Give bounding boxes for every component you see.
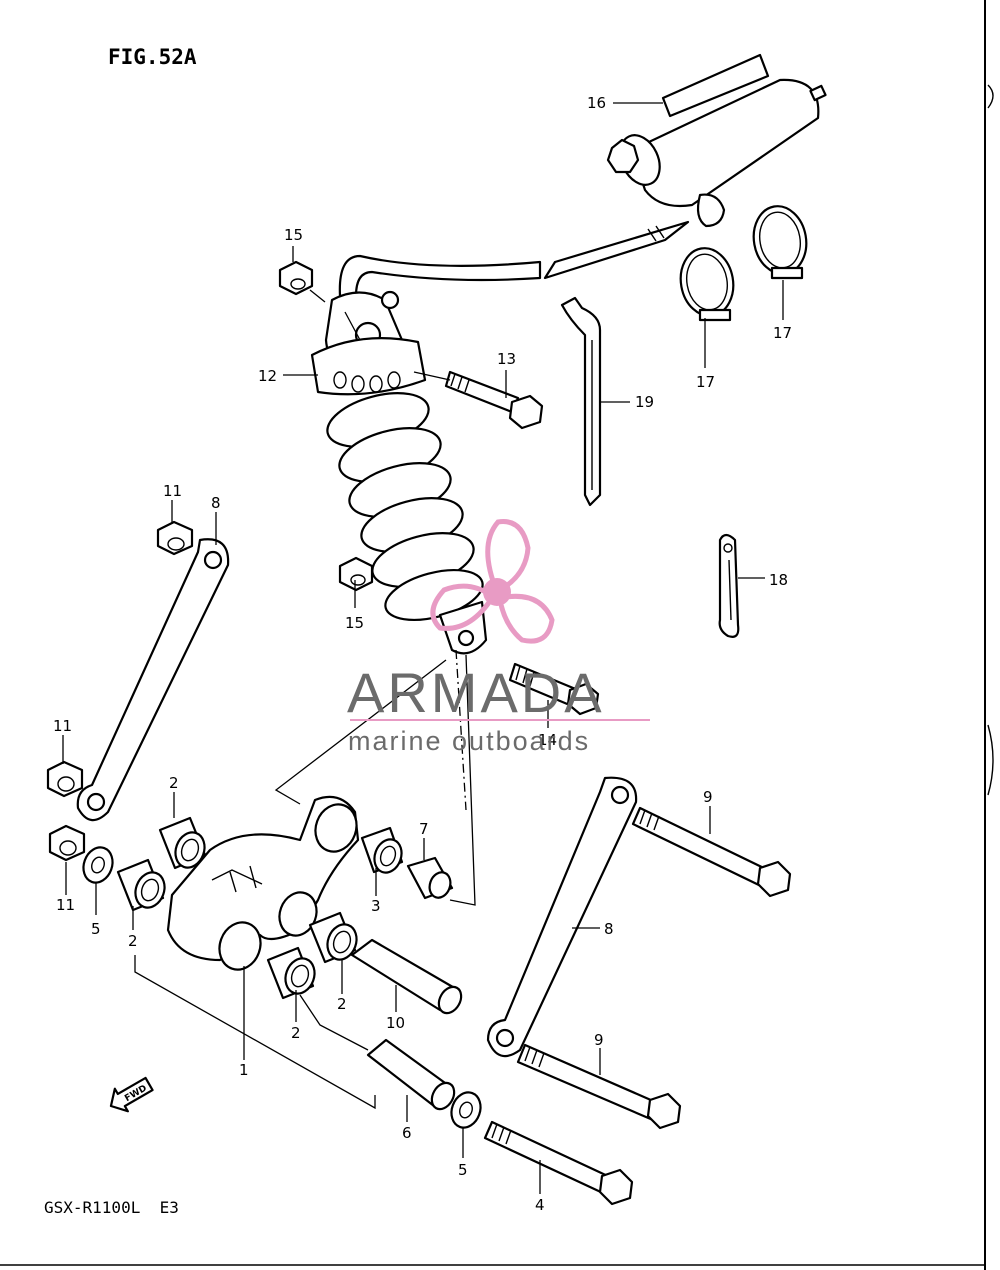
part-14-bolt (508, 662, 600, 716)
model-code: GSX-R1100L E3 (44, 1198, 179, 1217)
part-10-spacer (350, 938, 463, 1015)
callout-17-left: 17 (696, 373, 715, 391)
callout-14: 14 (538, 731, 557, 749)
callout-2-d: 2 (291, 1024, 301, 1042)
part-11-nut-top (156, 520, 194, 556)
callout-11-middle: 11 (53, 717, 72, 735)
callout-18: 18 (769, 571, 788, 589)
part-17-hose-clamp-right (752, 205, 808, 280)
callout-12: 12 (258, 367, 277, 385)
part-2-bearing-c (308, 911, 358, 964)
part-15-nut-bottom (338, 556, 374, 592)
callout-2-b: 2 (128, 932, 138, 950)
part-18-holder (718, 533, 740, 638)
part-2-bearing-d (266, 946, 316, 1000)
callout-9-upper: 9 (703, 788, 713, 806)
callout-11-top: 11 (163, 482, 182, 500)
callout-8-left: 8 (211, 494, 221, 512)
callout-17-right: 17 (773, 324, 792, 342)
part-7-spacer (406, 856, 454, 900)
part-11-nut-bottom (48, 824, 86, 862)
part-15-nut-top (278, 260, 314, 296)
callout-5-left: 5 (91, 920, 101, 938)
callout-3: 3 (371, 897, 381, 915)
callout-5-right: 5 (458, 1161, 468, 1179)
callout-15-top: 15 (284, 226, 303, 244)
part-11-nut-middle (46, 760, 84, 798)
part-9-bolt-lower (516, 1043, 682, 1130)
reservoir-hose (338, 220, 690, 298)
callout-10: 10 (386, 1014, 405, 1032)
callout-7: 7 (419, 820, 429, 838)
callout-2-c: 2 (337, 995, 347, 1013)
part-6-spacer (366, 1038, 456, 1111)
part-2-bearing-b (116, 858, 166, 912)
part-16-reservoir (606, 53, 827, 228)
callout-16: 16 (587, 94, 606, 112)
watermark-brand: ARMADA (347, 661, 605, 724)
callout-4: 4 (535, 1196, 545, 1214)
part-2-bearing-a (158, 816, 207, 870)
callout-19: 19 (635, 393, 654, 411)
part-9-bolt-upper (631, 806, 792, 898)
part-17-hose-clamp-left (679, 247, 735, 322)
callout-1: 1 (239, 1061, 249, 1079)
part-8-rod-right (486, 776, 638, 1058)
part-1-cushion-lever (166, 795, 360, 971)
part-3-bearing (360, 826, 404, 874)
assembly-lines (134, 311, 476, 1110)
part-5-washer-left (82, 846, 114, 884)
right-edge-marks (987, 84, 994, 796)
callout-13: 13 (497, 350, 516, 368)
callout-11-bottom: 11 (56, 896, 75, 914)
part-8-rod-left (76, 538, 230, 822)
callout-6: 6 (402, 1124, 412, 1142)
part-19-strap (560, 296, 602, 507)
part-13-bolt (444, 370, 544, 430)
callout-8-right: 8 (604, 920, 614, 938)
callout-leaders (62, 102, 784, 1194)
callout-labels: 16 15 12 13 19 17 17 18 11 8 15 14 11 2 … (53, 94, 792, 1214)
callout-2-a: 2 (169, 774, 179, 792)
callout-9-lower: 9 (594, 1031, 604, 1049)
watermark-tagline: marine outboards (348, 726, 590, 756)
figure-title: FIG.52A (108, 45, 197, 69)
armada-watermark: ARMADA marine outboards (347, 519, 650, 756)
part-4-bolt (483, 1120, 634, 1206)
part-5-washer-right (450, 1091, 482, 1129)
callout-15-bottom: 15 (345, 614, 364, 632)
propeller-logo (430, 519, 555, 644)
